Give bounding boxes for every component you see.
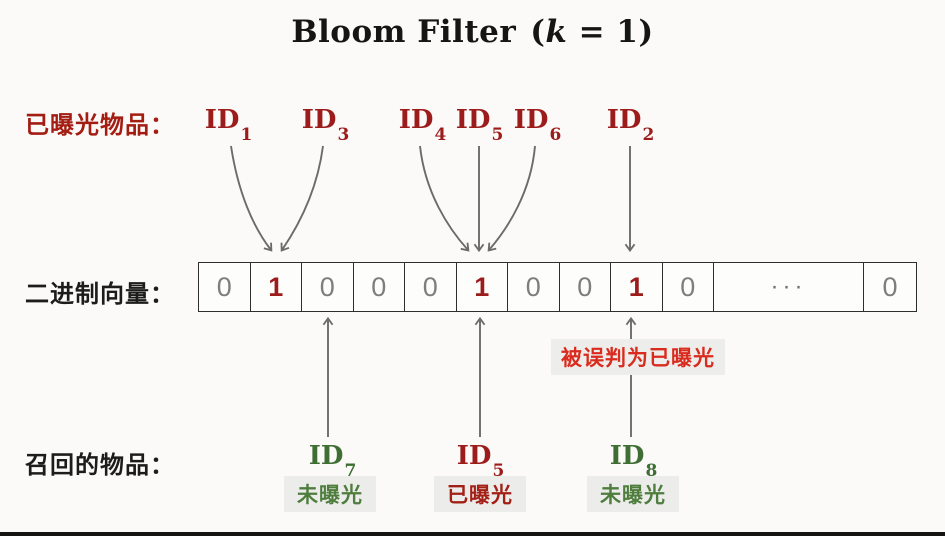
exposed-id-6: ID6 xyxy=(513,105,562,144)
id-base: ID xyxy=(513,105,549,135)
id-base: ID xyxy=(398,105,434,135)
id-subscript: 1 xyxy=(240,125,253,146)
id-subscript: 2 xyxy=(642,125,655,146)
vector-cell-8: 1 xyxy=(611,263,663,311)
vector-cell-3: 0 xyxy=(354,263,405,311)
exposed-id-4: ID4 xyxy=(398,105,447,144)
exposed-id-2: ID2 xyxy=(606,105,655,144)
arrow-id3-to-cell2 xyxy=(280,145,324,252)
vector-cell-last: 0 xyxy=(882,271,898,302)
vector-cell-6: 0 xyxy=(508,263,560,311)
id-subscript: 5 xyxy=(491,125,504,146)
recalled-id-8: ID8 xyxy=(609,441,658,480)
title-paren-open: ( xyxy=(530,14,546,50)
id-subscript: 6 xyxy=(549,125,562,146)
vector-cell-9: 0 xyxy=(663,263,714,311)
false-positive-label: 被误判为已曝光 xyxy=(551,339,725,375)
id-subscript: 8 xyxy=(645,461,658,482)
id-base: ID xyxy=(456,441,492,471)
arrow-id1-to-cell2 xyxy=(230,145,273,252)
exposed-id-3: ID3 xyxy=(301,105,350,144)
id-subscript: 7 xyxy=(344,461,357,482)
recalled-id-5: ID5 xyxy=(456,441,505,480)
vector-cell-5: 1 xyxy=(457,263,508,311)
arrow-id6-to-cell6 xyxy=(487,145,536,252)
id-subscript: 5 xyxy=(492,461,505,482)
vector-cell-2: 0 xyxy=(302,263,354,311)
binary-vector-label: 二进制向量： xyxy=(25,281,175,308)
id-base: ID xyxy=(301,105,337,135)
title-equation-rest: = 1) xyxy=(578,14,654,50)
status-badge-unexposed-id8: 未曝光 xyxy=(587,476,679,512)
id-base: ID xyxy=(308,441,344,471)
id-base: ID xyxy=(455,105,491,135)
recalled-items-label: 召回的物品： xyxy=(25,452,175,479)
vector-cell-7: 0 xyxy=(560,263,611,311)
title-text: Bloom Filter xyxy=(291,14,517,50)
id-subscript: 3 xyxy=(337,125,350,146)
binary-vector: 0 1 0 0 0 1 0 0 1 0 ··· 0 xyxy=(198,262,917,312)
vector-cell-ellipsis: ··· xyxy=(714,263,864,311)
id-subscript: 4 xyxy=(434,125,447,146)
recalled-id-7: ID7 xyxy=(308,441,357,480)
bottom-letterbox-bar xyxy=(0,532,945,536)
vector-cell-4: 0 xyxy=(405,263,457,311)
exposed-items-label: 已曝光物品： xyxy=(25,112,175,139)
id-base: ID xyxy=(204,105,240,135)
page-title: Bloom Filter (k = 1) xyxy=(0,14,945,50)
exposed-id-5: ID5 xyxy=(455,105,504,144)
vector-cell-0: 0 xyxy=(199,263,251,311)
arrow-id4-to-cell6 xyxy=(419,145,470,252)
id-base: ID xyxy=(609,441,645,471)
title-k-variable: k xyxy=(545,14,568,50)
id-base: ID xyxy=(606,105,642,135)
exposed-id-1: ID1 xyxy=(204,105,253,144)
status-badge-exposed-id5: 已曝光 xyxy=(434,476,526,512)
vector-cell-1: 1 xyxy=(251,263,302,311)
status-badge-unexposed-id7: 未曝光 xyxy=(284,476,376,512)
